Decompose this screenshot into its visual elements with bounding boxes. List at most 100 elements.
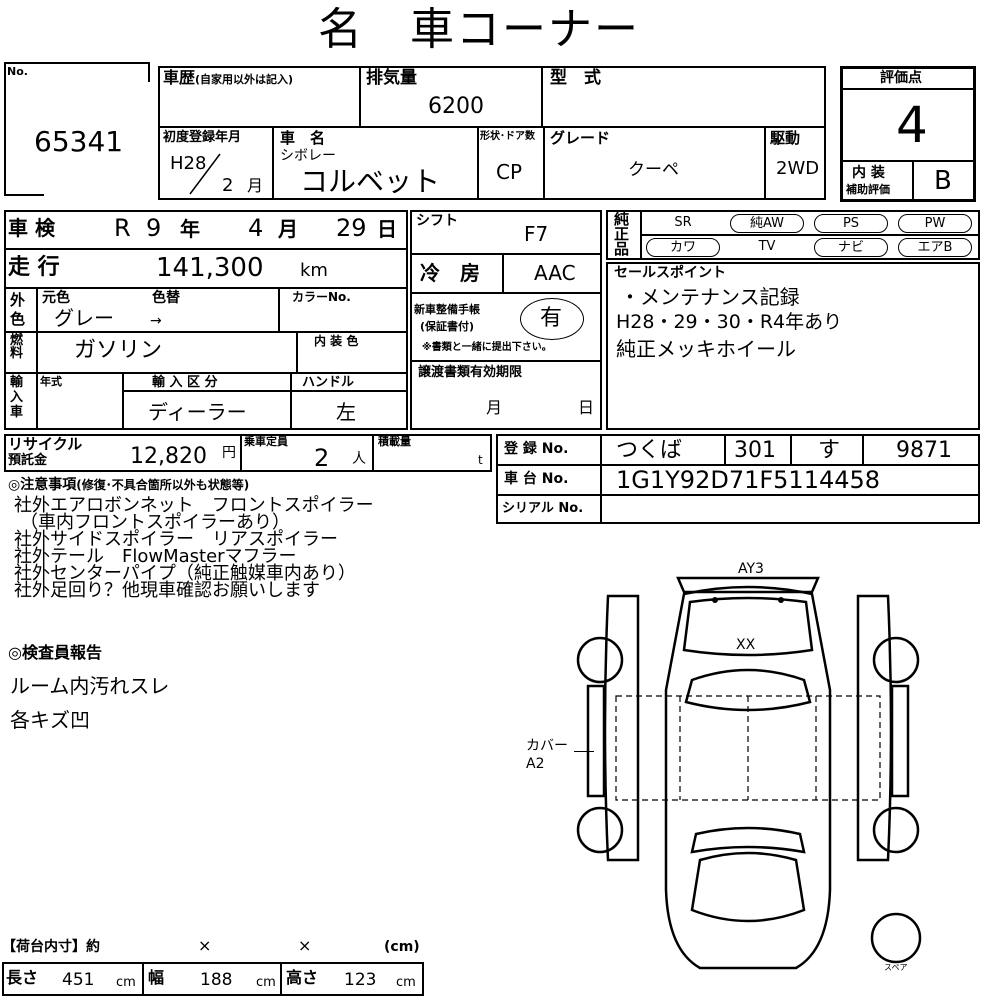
sales-point-2: H28・29・30・R4年あり (616, 311, 843, 333)
rating-vline (912, 160, 914, 202)
model-type-label: 型 式 (550, 68, 601, 88)
import-handle-value: 左 (336, 400, 356, 424)
lot-box-top (4, 62, 150, 64)
length-value: 451 (62, 970, 95, 990)
lm-h1 (4, 248, 408, 250)
capacity-label: 乗車定員 (244, 435, 288, 448)
equipment-item: PS (814, 214, 888, 233)
top-grid-v5 (543, 126, 545, 200)
inspection-year: 9 (146, 214, 162, 242)
interior-label-1: 内 装 (852, 165, 885, 181)
mid-h3 (410, 360, 602, 362)
mid-v-ac (502, 253, 504, 292)
equipment-item: エアB (898, 238, 972, 257)
sales-points-label: セールスポイント (614, 265, 726, 281)
inspection-year-unit: 年 (180, 217, 200, 241)
inspection-day-unit: 日 (377, 217, 397, 241)
rec-v2 (372, 434, 374, 472)
reg-h1 (496, 464, 980, 466)
interior-score: B (934, 166, 952, 196)
car-name-label: 車 名 (280, 129, 326, 147)
length-label: 長さ (6, 968, 39, 987)
car-damage-diagram (576, 576, 922, 970)
first-reg-slash (189, 153, 221, 195)
displacement-value: 6200 (428, 94, 484, 119)
interior-color-label: 内 装 色 (314, 334, 359, 348)
lot-number-label: No. (7, 65, 28, 78)
load-unit: t (478, 453, 483, 467)
recycle-row (4, 434, 492, 472)
reg-v1 (600, 434, 602, 524)
registration-label: 登 録 No. (504, 441, 569, 457)
drive-value: 2WD (776, 158, 820, 179)
change-color-value: → (150, 313, 162, 329)
transfer-month-unit: 月 (486, 398, 503, 417)
mid-h2 (410, 292, 602, 294)
registration-number: 9871 (896, 438, 952, 463)
shift-value: F7 (524, 222, 549, 246)
orig-color-value: グレー (54, 306, 114, 330)
inspection-month-unit: 月 (278, 217, 298, 241)
registration-office: つくば (616, 438, 683, 463)
body-value: CP (496, 160, 523, 184)
lm-v-import3 (290, 372, 292, 430)
equipment-item: PW (898, 214, 972, 233)
registration-kana: す (818, 438, 841, 463)
load-label: 積載量 (378, 435, 411, 448)
equip-h (640, 234, 980, 236)
cargo-label: 【荷台内寸】約 (2, 939, 100, 955)
top-info-grid (158, 66, 826, 200)
rating-label: 評価点 (880, 70, 922, 86)
lm-v-colorno (278, 287, 280, 331)
displacement-label: 排気量 (366, 68, 417, 88)
dim-v1 (142, 962, 144, 996)
sales-point-1: ・メンテナンス記録 (620, 285, 800, 309)
diagram-spare-label: スペア (884, 963, 908, 972)
grade-value: クーペ (628, 160, 679, 180)
diagram-top-mark: AY3 (738, 561, 764, 577)
caution-line-3: 社外サイドスポイラー リアスポイラー (14, 529, 338, 550)
inspector-line-2: 各キズ凹 (10, 708, 90, 732)
equipment-item: SR (674, 215, 692, 230)
dim-v2 (280, 962, 282, 996)
diagram-roof-mark: XX (736, 637, 756, 653)
car-name: コルベット (300, 165, 441, 198)
lot-box-left (4, 62, 6, 196)
page-title: 名 車コーナー (318, 4, 640, 55)
height-unit: cm (396, 975, 416, 990)
lm-v-color (36, 287, 38, 372)
mid-h1 (410, 253, 602, 255)
caution-line-5: 社外センターパイプ（純正触媒車内あり） (14, 563, 356, 584)
inspector-label: ◎検査員報告 (8, 643, 102, 662)
equipment-item: TV (758, 239, 776, 254)
caution-line-2: （車内フロントスポイラーあり） (20, 512, 290, 533)
inspection-month: 4 (248, 214, 264, 242)
dimensions-row (2, 962, 424, 996)
grade-label: グレード (550, 129, 611, 147)
mileage-value: 141,300 (156, 253, 264, 283)
top-grid-v1 (359, 66, 361, 126)
inspection-label: 車 検 (8, 216, 55, 240)
fuel-value: ガソリン (74, 338, 163, 363)
lm-v-intcolor (296, 331, 298, 372)
middle-block (410, 210, 602, 430)
ac-value: AAC (534, 261, 576, 285)
chassis-value: 1G1Y92D71F5114458 (616, 466, 881, 494)
change-color-label: 色替 (152, 290, 180, 306)
lot-box-right (148, 62, 150, 82)
ac-label: 冷 房 (420, 261, 480, 285)
recycle-label-2: 預託金 (8, 453, 48, 468)
maintenance-value: 有 (540, 306, 563, 331)
drive-label: 駆動 (770, 129, 801, 147)
import-type-label: 輸 入 区 分 (152, 375, 218, 390)
mileage-unit: km (300, 260, 328, 281)
recycle-value: 12,820 (130, 444, 207, 469)
import-handle-label: ハンドル (302, 375, 355, 390)
recycle-label: リサイクル (8, 435, 83, 453)
width-value: 188 (200, 970, 233, 990)
rating-hline-2 (840, 160, 976, 162)
caution-line-4: 社外テール FlowMasterマフラー (14, 546, 297, 567)
orig-color-label: 元色 (42, 290, 70, 306)
reg-v2 (724, 434, 726, 464)
width-unit: cm (256, 975, 276, 990)
